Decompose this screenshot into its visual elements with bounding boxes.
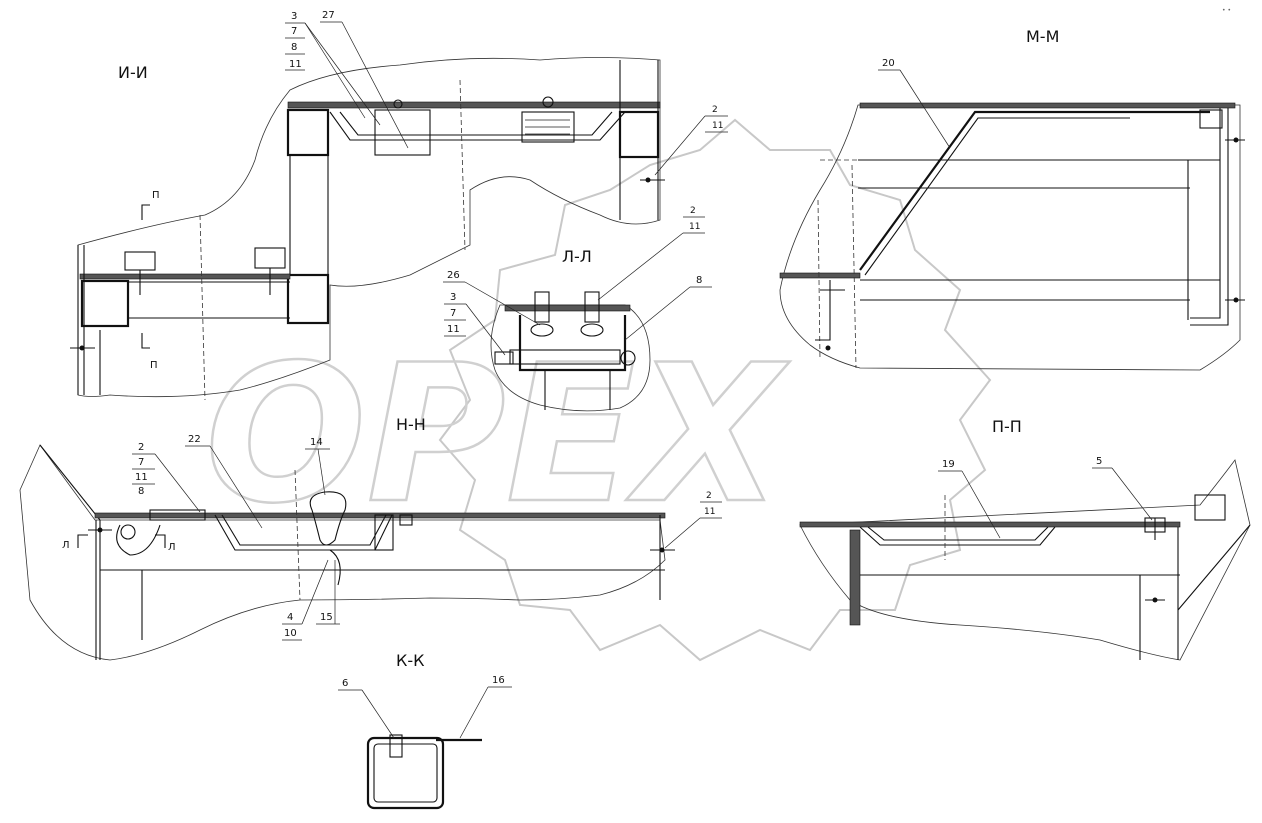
cut-mark: [141, 333, 150, 349]
side-panel: [1190, 108, 1229, 326]
cut-mark-label: П: [152, 190, 160, 201]
callout-10: 10: [284, 628, 297, 639]
cut-mark-label: Л: [168, 542, 176, 553]
callout-5: 5: [1096, 456, 1102, 467]
top-plate: [799, 521, 1181, 528]
cut-mark-label: Л: [62, 540, 70, 551]
column: [289, 154, 329, 276]
break-line: [779, 104, 1241, 371]
section-title-ii: И-И: [118, 63, 148, 82]
callout-14: 14: [310, 437, 323, 448]
slanted-lid: [859, 110, 1210, 271]
break-line: [77, 57, 661, 398]
side-wall: [849, 529, 861, 626]
section-ii: И-И П П 3 7 8 11 27 2 11: [70, 10, 728, 401]
cut-mark-label: П: [150, 360, 158, 371]
tube-profile: [366, 736, 445, 810]
callout-11: 11: [289, 59, 302, 70]
callout-7: 7: [450, 308, 456, 319]
tube-profile: [286, 273, 330, 325]
handle-block: [521, 111, 575, 143]
callout-15: 15: [320, 612, 333, 623]
tube-profile: [80, 279, 130, 328]
floor-plate: [779, 272, 861, 279]
top-plate: [287, 101, 661, 109]
section-title-nn: Н-Н: [396, 415, 426, 434]
channel: [518, 315, 627, 372]
section-title-ll: Л-Л: [562, 247, 592, 266]
callout-7: 7: [138, 457, 144, 468]
callout-6: 6: [342, 678, 348, 689]
knob: [542, 96, 554, 108]
callout-7: 7: [291, 26, 297, 37]
floor-plate: [79, 273, 291, 280]
callout-11: 11: [704, 507, 715, 517]
section-title-pp: П-П: [992, 417, 1022, 436]
slanted-panel: [39, 444, 101, 521]
callout-2: 2: [712, 105, 718, 115]
lid-trough: [329, 111, 626, 141]
bolt: [584, 291, 600, 323]
lid-trough-inner: [339, 111, 613, 136]
callout-8: 8: [291, 42, 297, 53]
knob: [309, 491, 347, 546]
section-title-kk: К-К: [396, 651, 425, 670]
callout-11: 11: [712, 121, 723, 131]
hinge: [120, 524, 136, 540]
lid-trough: [214, 514, 393, 551]
break-line: [799, 459, 1251, 661]
callout-3: 3: [450, 292, 456, 303]
callout-16: 16: [492, 675, 505, 686]
tube-profile: [618, 110, 660, 159]
cut-mark: [141, 204, 150, 220]
callout-26: 26: [447, 270, 460, 281]
tube-profile: [286, 108, 330, 157]
cable: [329, 549, 341, 586]
callout-20: 20: [882, 58, 895, 69]
section-mm: М-М 20: [779, 27, 1245, 371]
callout-4: 4: [287, 612, 293, 623]
callout-2: 2: [706, 491, 712, 501]
callout-11: 11: [447, 324, 460, 335]
callout-2: 2: [138, 442, 144, 453]
break-line: [490, 304, 651, 412]
callout-8: 8: [138, 486, 144, 497]
watermark: OPEX: [204, 118, 992, 662]
callout-2: 2: [690, 206, 696, 216]
break-line: [19, 444, 666, 661]
top-plate: [859, 102, 1236, 109]
callout-11: 11: [689, 222, 700, 232]
callout-27: 27: [322, 10, 335, 21]
section-title-mm: М-М: [1026, 27, 1059, 46]
lid-trough: [859, 526, 1056, 546]
bracket: [374, 109, 431, 156]
bolt: [534, 291, 550, 323]
watermark-text: OPEX: [205, 324, 791, 545]
callout-3: 3: [291, 11, 297, 22]
callout-11: 11: [135, 472, 148, 483]
top-plate: [504, 304, 631, 312]
bolt-head: [393, 99, 403, 109]
callout-22: 22: [188, 434, 201, 445]
callout-8: 8: [696, 275, 702, 286]
corner-mark: • •: [1222, 7, 1231, 14]
bolt: [389, 734, 403, 758]
section-pp: П-П 19 5: [799, 417, 1251, 661]
section-nn: Н-Н Л Л 2 7 11 8 22 14 4 10 15 2 11: [19, 415, 722, 661]
watermark-gear: [438, 118, 992, 662]
axle: [509, 349, 621, 365]
callout-19: 19: [942, 459, 955, 470]
section-kk: К-К 6 16: [338, 651, 512, 810]
section-ll: Л-Л 2 11 26 3 7 11 8: [443, 206, 712, 412]
